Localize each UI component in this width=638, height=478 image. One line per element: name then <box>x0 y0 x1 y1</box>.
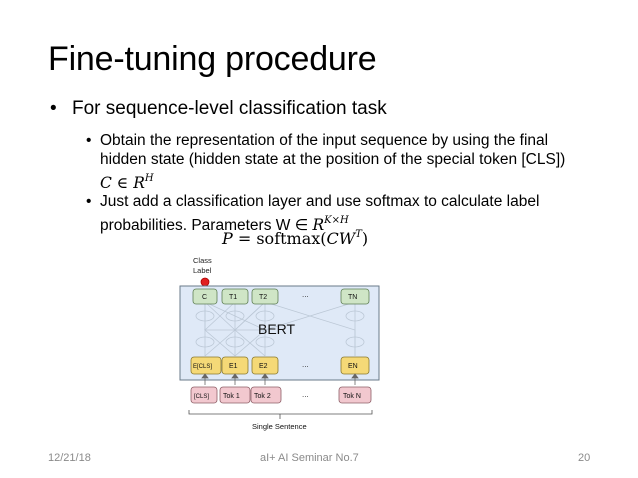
token-cls <box>190 386 218 404</box>
class-label-line1: Class <box>193 256 212 265</box>
embedding-label-cls: E[CLS] <box>193 364 212 370</box>
token-arrows <box>201 373 359 385</box>
token-label-cls: [CLS] <box>194 394 209 400</box>
output-row: C T1 T2 ... TN <box>192 288 370 305</box>
math-cw: CW <box>326 229 356 248</box>
math-r: R <box>312 216 325 234</box>
embedding-label-2: E2 <box>259 363 268 370</box>
math-c: C <box>100 174 112 192</box>
bullet-text: For sequence-level classification task <box>72 98 387 119</box>
output-label-t1: T1 <box>229 294 237 301</box>
math-kh: K×H <box>324 215 349 226</box>
sentence-caption: Single Sentence <box>252 422 307 431</box>
embedding-ellipsis: ... <box>302 360 309 369</box>
bullet-dot: • <box>86 132 92 149</box>
token-n <box>338 386 372 404</box>
math-t: T <box>355 229 362 240</box>
bullet-dot: • <box>50 98 57 119</box>
sentence-bracket <box>188 410 373 419</box>
math-h: H <box>144 173 154 184</box>
token-label-2: Tok 2 <box>254 393 271 400</box>
bullet-level1: • For sequence-level classification task <box>50 98 387 120</box>
output-token-tn <box>340 288 370 305</box>
bullet-body: Just add a classification layer and use … <box>100 193 540 234</box>
math-close: ) <box>361 229 369 248</box>
math-p: P <box>222 229 233 248</box>
embedding-cls <box>190 356 222 375</box>
output-ellipsis: ... <box>302 290 309 299</box>
math-eq: = softmax( <box>232 229 327 248</box>
bullet-text: Obtain the representation of the input s… <box>100 131 580 193</box>
token-2 <box>250 386 282 404</box>
bert-label: BERT <box>258 321 296 337</box>
output-label-c: C <box>202 294 207 301</box>
output-token-t1 <box>221 288 249 305</box>
class-dot <box>200 277 210 287</box>
bullet-dot: • <box>86 193 92 210</box>
class-label-line2: Label <box>193 266 212 275</box>
embedding-label-1: E1 <box>229 363 238 370</box>
embedding-row: E[CLS] E1 E2 ... EN <box>190 356 370 375</box>
math-in: ∈ <box>111 174 134 192</box>
softmax-formula: P = softmax(CWT) <box>222 229 368 249</box>
output-token-c <box>192 288 218 305</box>
output-label-tn: TN <box>348 294 357 301</box>
footer-date: 12/21/18 <box>48 452 91 464</box>
token-ellipsis: ... <box>302 390 309 399</box>
bullet-level2-representation: • Obtain the representation of the input… <box>86 131 606 193</box>
bullet-text: Just add a classification layer and use … <box>100 192 580 235</box>
token-row: [CLS] Tok 1 Tok 2 ... Tok N <box>190 386 372 404</box>
bullet-body: Obtain the representation of the input s… <box>100 132 566 168</box>
math-r: R <box>133 174 145 192</box>
embedding-label-n: EN <box>348 363 358 370</box>
token-1 <box>219 386 251 404</box>
token-label-n: Tok N <box>343 393 361 400</box>
attention-mesh <box>195 301 365 357</box>
token-label-1: Tok 1 <box>223 393 240 400</box>
output-token-t2 <box>251 288 279 305</box>
output-label-t2: T2 <box>259 294 267 301</box>
slide-title: Fine-tuning procedure <box>48 40 377 78</box>
footer-page-number: 20 <box>578 452 591 464</box>
footer-center: aI+ AI Seminar No.7 <box>260 452 359 464</box>
bullet-level2-classification: • Just add a classification layer and us… <box>86 192 606 235</box>
